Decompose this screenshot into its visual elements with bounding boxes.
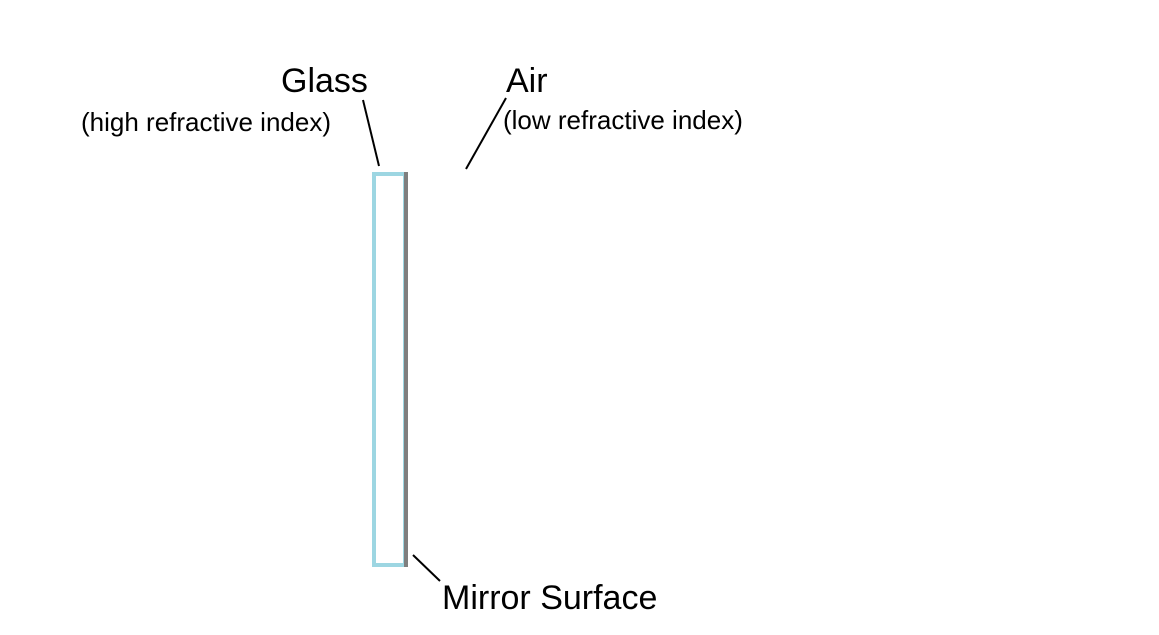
glass-subtitle: (high refractive index) <box>81 107 331 137</box>
air-leader-line <box>465 97 507 170</box>
glass-leader-line <box>362 99 380 167</box>
glass-label: Glass <box>281 62 368 100</box>
mirror-leader-line <box>412 554 441 582</box>
glass-pane <box>372 172 407 567</box>
mirror-surface-label: Mirror Surface <box>442 579 658 617</box>
air-label: Air <box>506 62 548 100</box>
air-subtitle: (low refractive index) <box>503 105 743 135</box>
